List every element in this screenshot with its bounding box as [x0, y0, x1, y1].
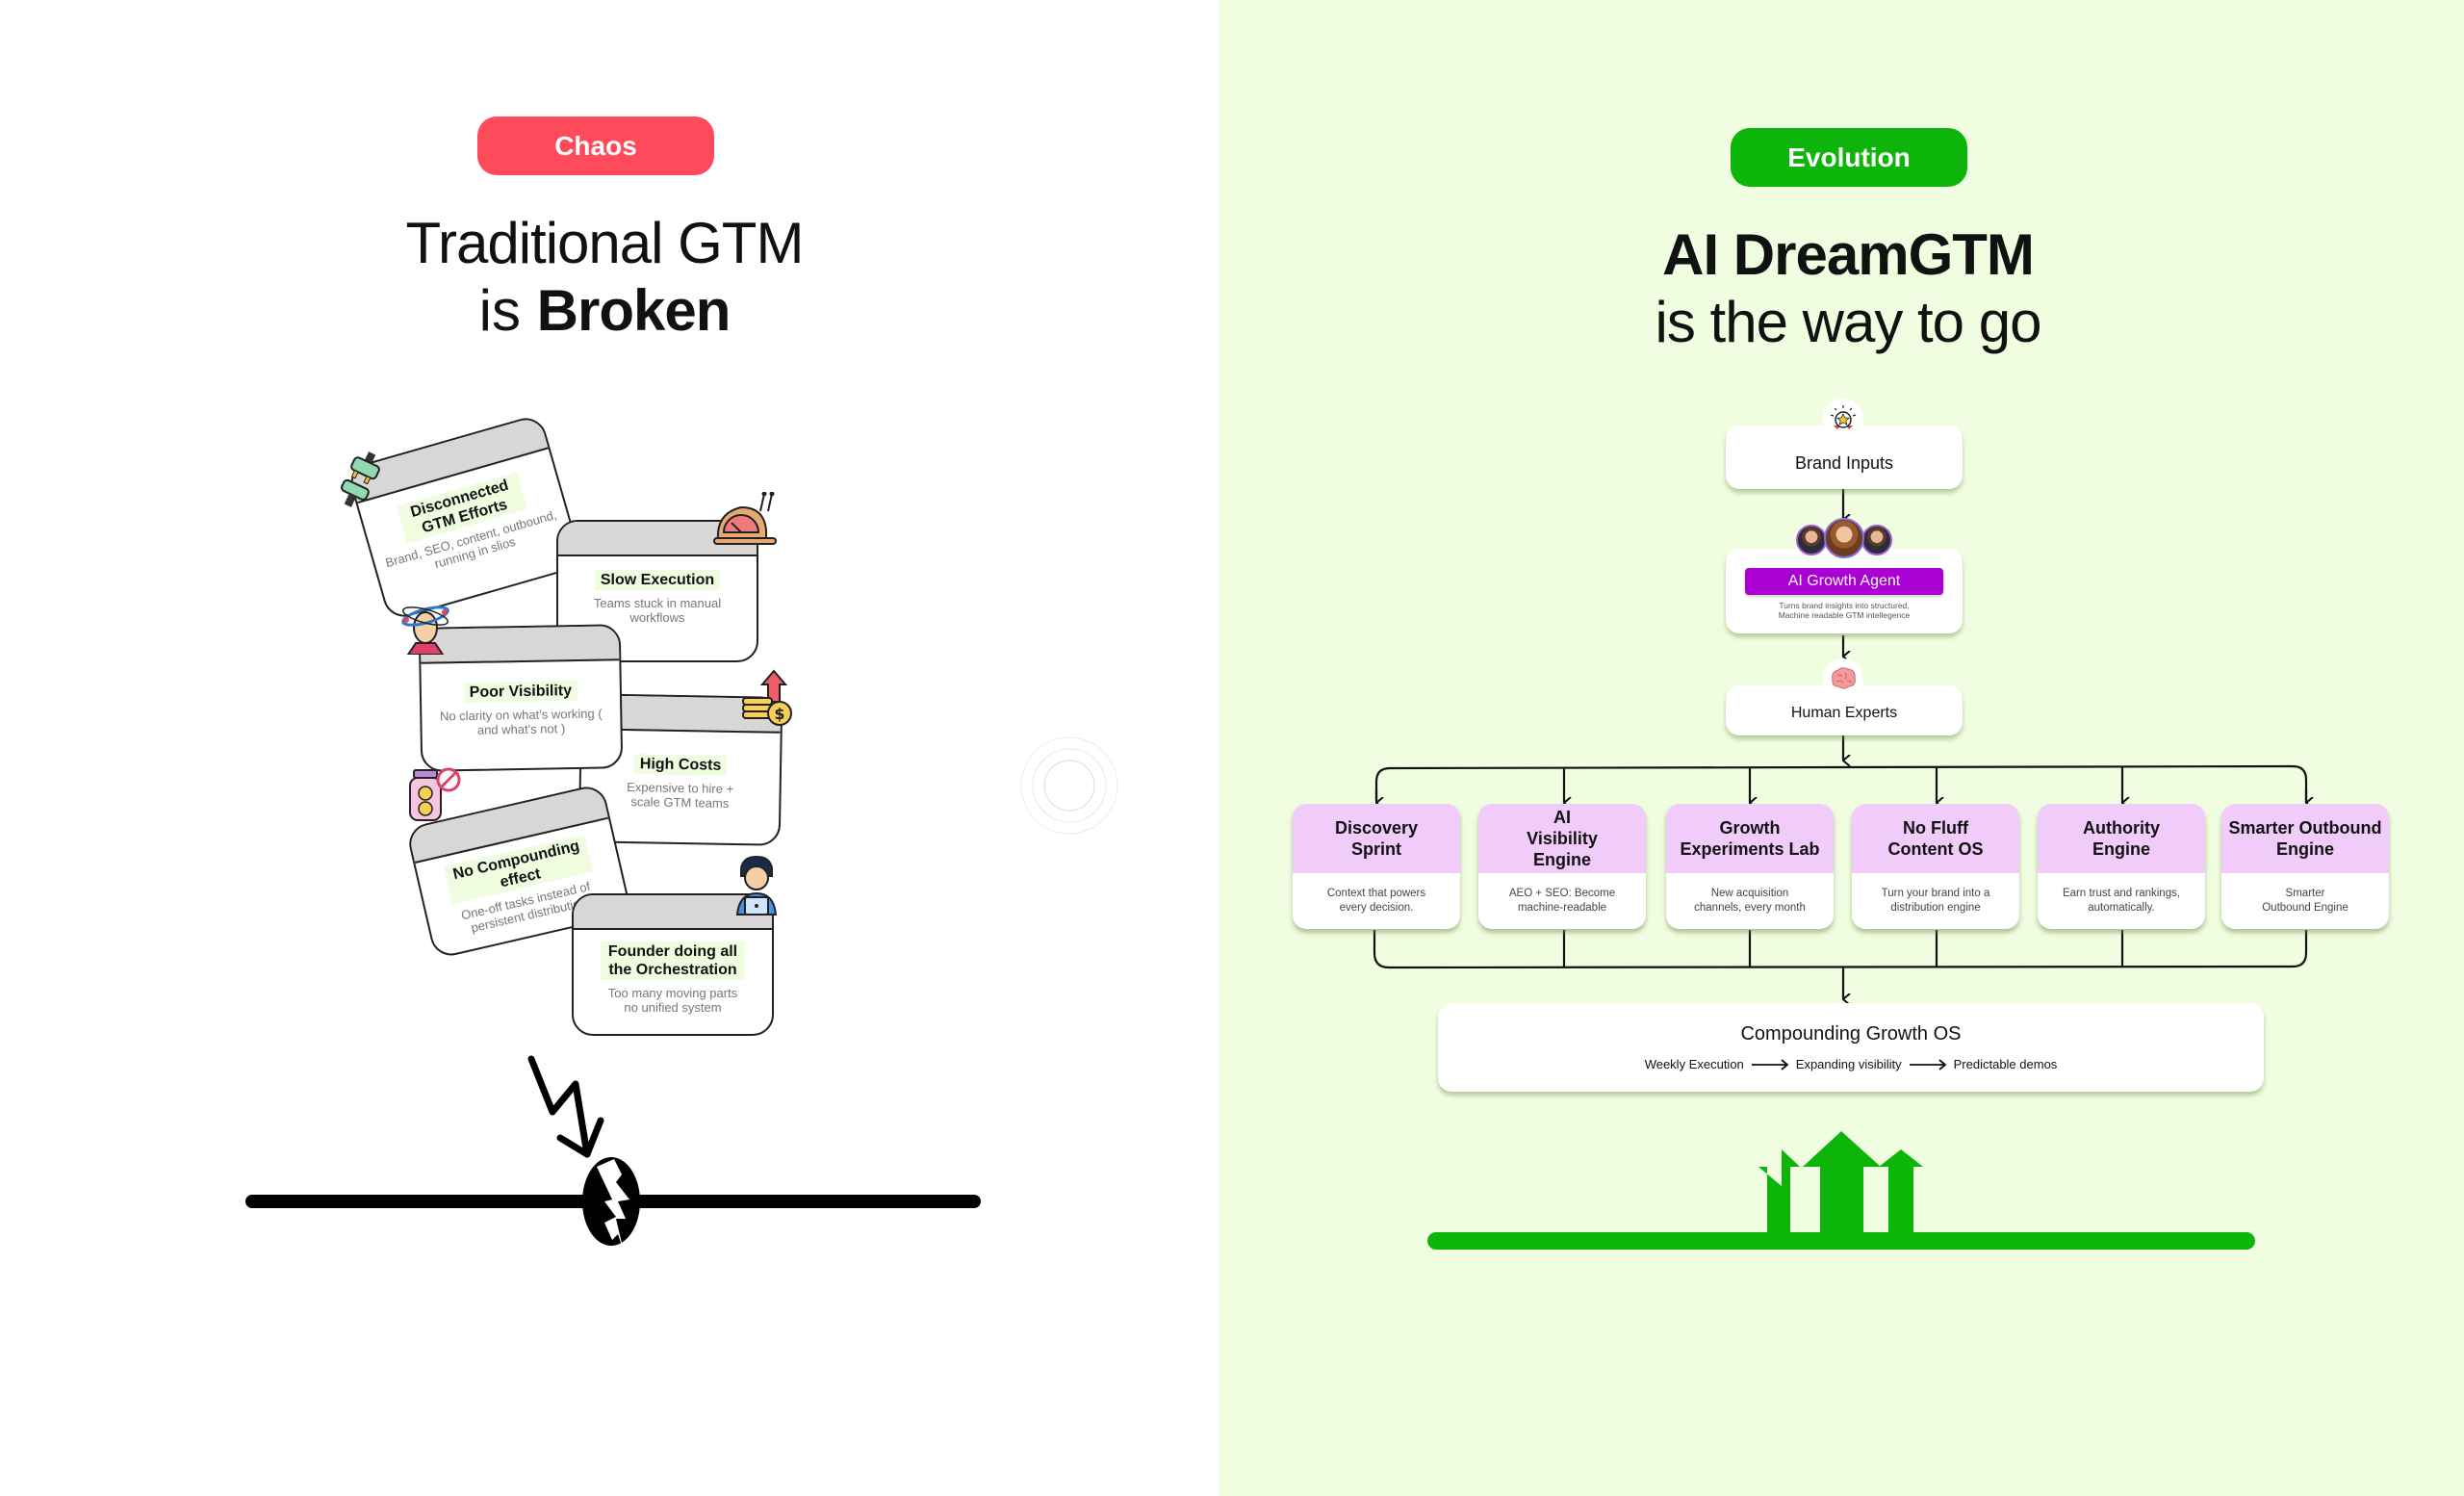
service-desc: Turn your brand into a distribution engi… — [1881, 888, 1990, 914]
os-step: Expanding visibility — [1795, 1057, 1902, 1071]
service-card-smarter-outbound: Smarter Outbound Engine Smarter Outbound… — [2221, 804, 2389, 929]
card-title: Slow Execution — [594, 570, 721, 590]
founder-laptop-icon — [733, 855, 780, 916]
snail-speedometer-icon — [712, 492, 780, 545]
os-step: Weekly Execution — [1644, 1057, 1744, 1071]
chaos-headline-prefix: is — [478, 278, 537, 343]
chaos-headline-line2: is Broken — [316, 277, 893, 345]
broken-line-lightning-icon — [245, 1055, 981, 1251]
service-desc: Smarter Outbound Engine — [2262, 888, 2348, 914]
unplugged-plug-icon — [337, 451, 383, 507]
right-arrow-icon — [1909, 1058, 1946, 1070]
service-title: Growth Experiments Lab — [1666, 804, 1834, 873]
svg-text:$: $ — [774, 705, 784, 723]
evolution-badge-label: Evolution — [1787, 142, 1911, 172]
service-title: AI Visibility Engine — [1478, 804, 1646, 873]
agent-avatar-center — [1824, 518, 1864, 558]
service-card-discovery-sprint: Discovery Sprint Context that powers eve… — [1293, 804, 1460, 929]
evolution-headline-line2: is the way to go — [1655, 290, 2042, 354]
human-experts-label: Human Experts — [1790, 705, 1898, 721]
agent-desc-line2: Machine readable GTM intellegence — [1778, 610, 1911, 620]
service-title: Smarter Outbound Engine — [2221, 804, 2389, 873]
os-title: Compounding Growth OS — [1740, 1023, 1962, 1045]
service-desc: AEO + SEO: Become machine-readable — [1508, 888, 1616, 914]
ai-growth-agent-node: AI Growth Agent Turns brand insights int… — [1726, 549, 1963, 633]
service-card-growth-experiments: Growth Experiments Lab New acquisition c… — [1666, 804, 1834, 929]
evolution-headline: AI DreamGTM is the way to go — [1559, 221, 2137, 356]
no-savings-jar-icon — [408, 766, 462, 824]
agent-desc-line1: Turns brand insights into structured, — [1779, 601, 1910, 610]
service-title: Discovery Sprint — [1293, 804, 1460, 873]
card-title: Founder doing all the Orchestration — [601, 941, 745, 980]
card-desc: Too many moving parts no unified system — [607, 986, 738, 1015]
dizzy-person-icon — [398, 605, 452, 655]
star-badge-icon — [1823, 399, 1863, 439]
evolution-badge: Evolution — [1731, 128, 1967, 187]
card-desc: Teams stuck in manual workflows — [593, 596, 722, 625]
chaos-badge-label: Chaos — [554, 130, 637, 161]
coins-rising-icon: $ — [741, 669, 795, 727]
ai-growth-agent-desc: Turns brand insights into structured, Ma… — [1779, 601, 1911, 620]
evolution-headline-line1: AI DreamGTM — [1662, 222, 2035, 287]
chaos-headline-bold: Broken — [536, 278, 732, 343]
right-arrow-icon — [1751, 1058, 1788, 1070]
touch-indicator-icon — [1020, 736, 1118, 835]
chaos-headline: Traditional GTM is Broken — [316, 210, 893, 345]
service-desc: Context that powers every decision. — [1326, 888, 1426, 914]
os-step: Predictable demos — [1953, 1057, 2058, 1071]
service-card-authority-engine: Authority Engine Earn trust and rankings… — [2038, 804, 2205, 929]
service-desc: New acquisition channels, every month — [1694, 888, 1806, 914]
chaos-headline-line1: Traditional GTM — [405, 211, 805, 275]
ai-growth-agent-tag: AI Growth Agent — [1745, 568, 1943, 595]
service-desc: Earn trust and rankings, automatically. — [2062, 888, 2181, 914]
chaos-badge: Chaos — [477, 116, 714, 175]
service-title: Authority Engine — [2038, 804, 2205, 873]
brand-inputs-label: Brand Inputs — [1794, 452, 1894, 473]
os-steps: Weekly Execution Expanding visibility Pr… — [1645, 1057, 2058, 1071]
compounding-growth-os-node: Compounding Growth OS Weekly Execution E… — [1438, 1003, 2264, 1092]
service-title: No Fluff Content OS — [1852, 804, 2019, 873]
brain-icon — [1823, 658, 1863, 699]
service-card-ai-visibility: AI Visibility Engine AEO + SEO: Become m… — [1478, 804, 1646, 929]
service-card-no-fluff-content: No Fluff Content OS Turn your brand into… — [1852, 804, 2019, 929]
